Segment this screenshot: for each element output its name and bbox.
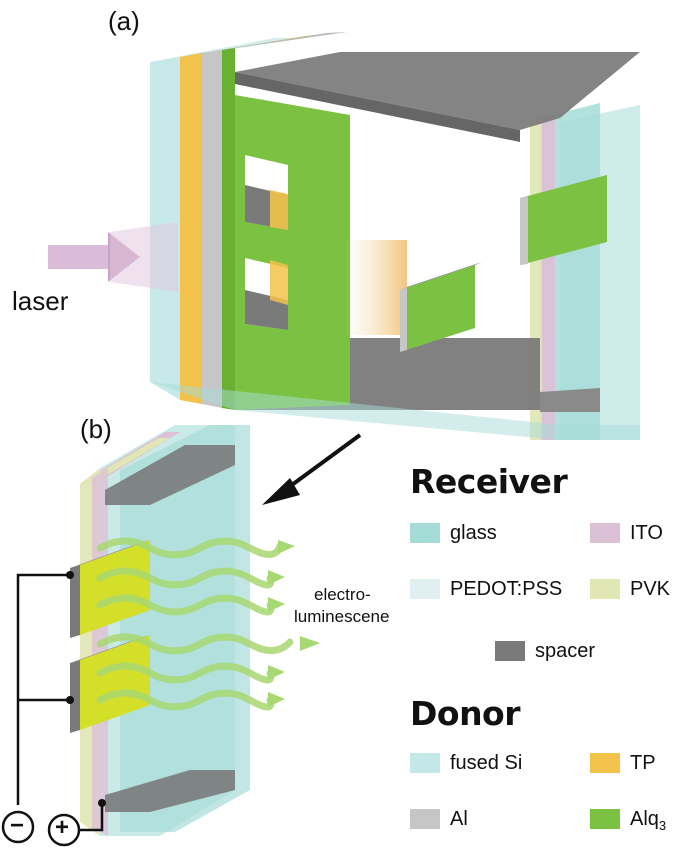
- legend-label-glass: glass: [450, 522, 497, 544]
- legend-swatch-fused-si: [410, 753, 440, 773]
- minus-sign: −: [10, 812, 25, 839]
- spacer-top-front: [235, 72, 520, 142]
- receiver-glass-front: [150, 382, 640, 440]
- donor-alq3-frame: [235, 95, 350, 410]
- legend-swatch-ito: [590, 523, 620, 543]
- electroluminescence-label-line2: luminescene: [294, 607, 390, 626]
- transferred-alq3-block-lower-top: [400, 262, 482, 290]
- legend-label-fused-si: fused Si: [450, 752, 523, 774]
- legend-label-ito: ITO: [630, 522, 663, 544]
- plus-sign: +: [55, 814, 70, 841]
- legend-label-alq3: Alq3: [630, 806, 666, 839]
- electroluminescence-label-line1: electro-: [314, 585, 371, 604]
- legend-swatch-al: [410, 809, 440, 829]
- emission-wave-icon: [96, 537, 294, 711]
- donor-alq3-side: [222, 48, 235, 410]
- oled-pixel-1: [80, 540, 150, 635]
- donor-al-layer: [202, 50, 222, 408]
- legend-swatch-pedot: [410, 579, 440, 599]
- legend-swatch-spacer: [495, 641, 525, 661]
- donor-receiver-assembly: [150, 32, 640, 440]
- oled-spacer-top: [105, 445, 235, 505]
- legend-label-pvk: PVK: [630, 578, 671, 600]
- transfer-beam-lower: [345, 240, 407, 335]
- oled-glass-face: [120, 425, 250, 832]
- legend-label-alq3-subscript: 3: [658, 818, 667, 833]
- legend-swatch-pvk: [590, 579, 620, 599]
- laser-label: laser: [12, 286, 69, 316]
- transferred-alq3-block-upper-side: [520, 196, 528, 265]
- legend-label-spacer: spacer: [535, 640, 596, 662]
- legend-label-al: Al: [450, 808, 468, 830]
- transferred-alq3-block-upper: [520, 175, 607, 265]
- circuit-wires: [16, 573, 104, 832]
- oled-pixel-2-top: [70, 635, 150, 663]
- oled-spacer-bottom: [105, 770, 235, 812]
- transferred-alq3-block-lower-side: [400, 287, 407, 352]
- oled-device: [70, 425, 250, 836]
- spacer-bottom-edge: [540, 388, 600, 412]
- oled-pixel-1-al: [70, 565, 80, 638]
- oled-pixel-2: [80, 635, 150, 730]
- transferred-alq3-block-lower: [400, 265, 475, 352]
- legend-label-tp: TP: [630, 752, 656, 774]
- laser-arrow-icon: [48, 222, 178, 292]
- legend-receiver-title: Receiver: [410, 462, 568, 501]
- legend-swatch-tp: [590, 753, 620, 773]
- panel-label-b: (b): [80, 414, 112, 444]
- transfer-arrow-icon: [262, 433, 362, 505]
- emission-arrowheads: [268, 540, 320, 707]
- oled-pixel-2-al: [70, 660, 80, 733]
- plus-terminal: [47, 813, 81, 847]
- spacer-top: [235, 52, 640, 130]
- legend-swatch-glass: [410, 523, 440, 543]
- alq3-window-bottom-tp: [270, 260, 288, 305]
- wire-junctions: [66, 571, 106, 807]
- legend-donor-title: Donor: [410, 694, 521, 733]
- legend-label-pedot: PEDOT:PSS: [450, 578, 563, 600]
- panel-label-a: (a): [108, 6, 140, 36]
- legend-swatch-alq3: [590, 809, 620, 829]
- alq3-window-top-tp: [270, 190, 288, 230]
- oled-pixel-1-top: [70, 540, 150, 568]
- legend-label-alq3-base: Alq: [630, 808, 659, 830]
- donor-tp-layer: [180, 53, 202, 404]
- minus-terminal: [1, 810, 35, 844]
